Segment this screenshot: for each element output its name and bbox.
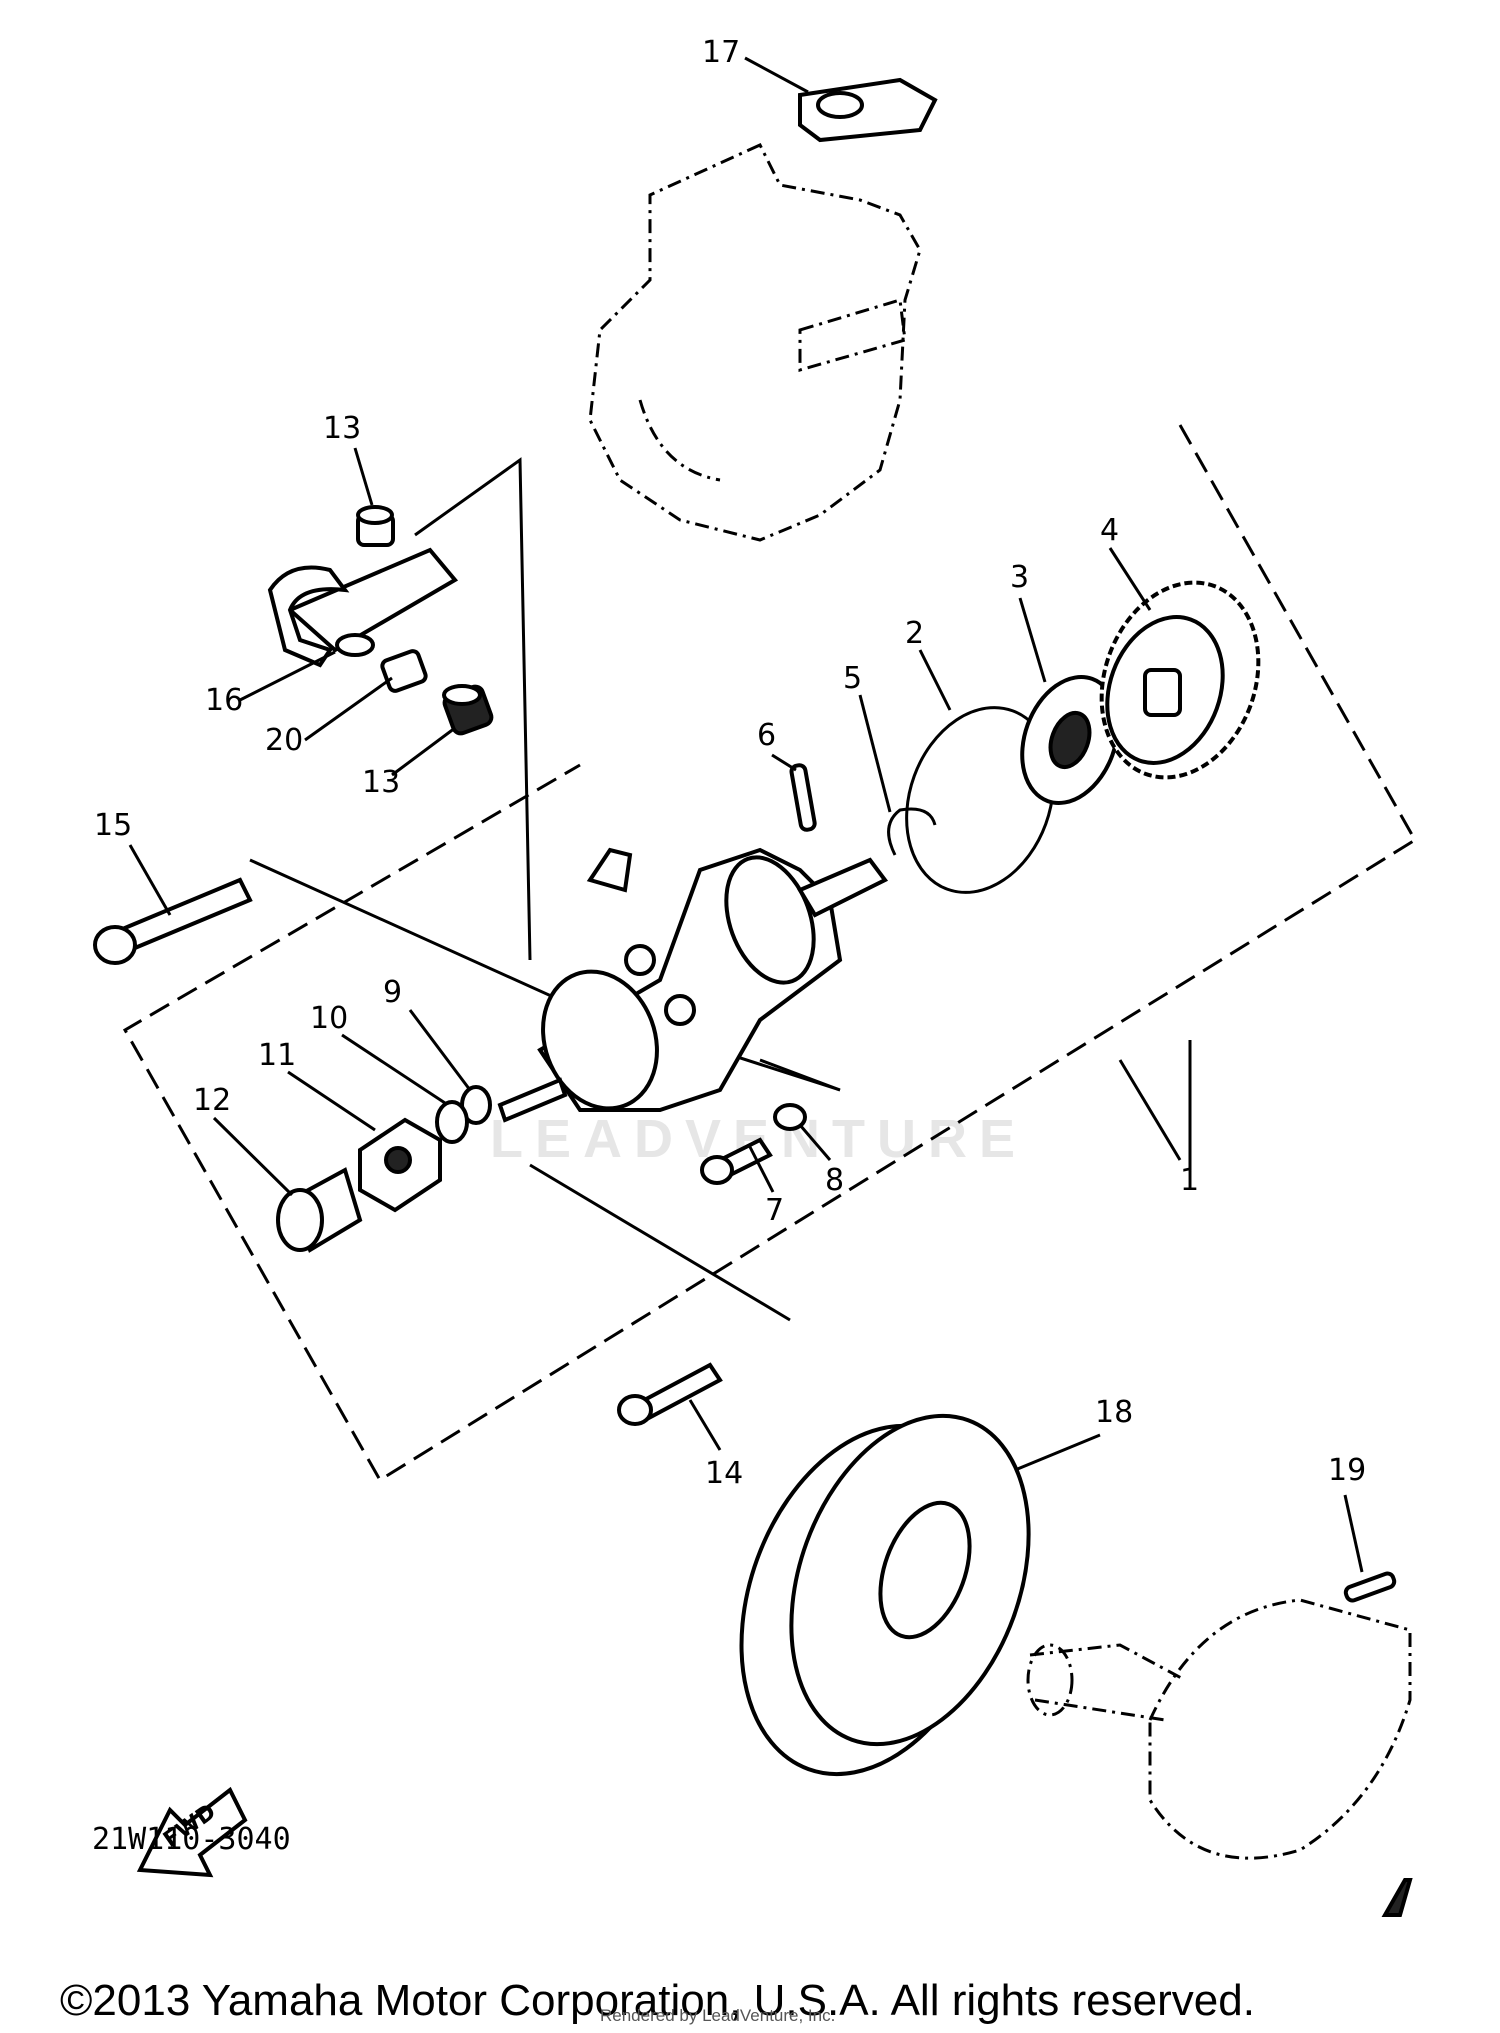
label-4: 4 bbox=[1100, 513, 1119, 548]
part-10-washer bbox=[435, 1100, 469, 1144]
part-labels: 1 2 3 4 5 6 7 8 9 10 11 12 13 13 14 15 1… bbox=[94, 35, 1366, 1491]
label-20: 20 bbox=[265, 723, 303, 758]
part-13-lower-sleeve bbox=[442, 684, 494, 736]
part-2-o-ring bbox=[905, 706, 1055, 894]
label-3: 3 bbox=[1010, 560, 1029, 595]
label-6: 6 bbox=[757, 718, 776, 753]
label-7: 7 bbox=[765, 1193, 784, 1228]
label-5: 5 bbox=[843, 661, 862, 696]
drawing-code: 21W110-3040 bbox=[92, 1822, 291, 1857]
part-11-nut bbox=[358, 1117, 442, 1213]
part-14-bolt bbox=[617, 1362, 723, 1426]
label-leaders bbox=[128, 56, 1364, 1573]
part-16-oil-delivery-pipe bbox=[267, 547, 459, 668]
label-12: 12 bbox=[193, 1083, 231, 1118]
label-17: 17 bbox=[702, 35, 740, 70]
assembly-1-boundary bbox=[122, 424, 1418, 1483]
label-14: 14 bbox=[705, 1456, 743, 1491]
part-6-pin bbox=[789, 763, 817, 832]
label-15: 15 bbox=[94, 808, 132, 843]
part-12-screw-plug bbox=[276, 1167, 363, 1253]
label-18: 18 bbox=[1095, 1395, 1133, 1430]
part-7-screw bbox=[700, 1137, 773, 1185]
crankshaft-outline bbox=[1026, 1598, 1412, 1860]
copyright-notice: ©2013 Yamaha Motor Corporation, U.S.A. A… bbox=[60, 1976, 1255, 2025]
label-19: 19 bbox=[1328, 1453, 1366, 1488]
label-13-upper: 13 bbox=[323, 411, 361, 446]
label-13-lower: 13 bbox=[362, 765, 400, 800]
fwd-direction-arrow: FWD bbox=[136, 1786, 248, 1878]
part-3-bearing bbox=[1020, 675, 1120, 805]
label-8: 8 bbox=[825, 1163, 844, 1198]
crankcase-outline bbox=[588, 143, 922, 542]
part-15-long-bolt bbox=[93, 877, 253, 965]
label-9: 9 bbox=[383, 975, 402, 1010]
part-5-circlip bbox=[887, 807, 937, 856]
label-16: 16 bbox=[205, 683, 243, 718]
label-11: 11 bbox=[258, 1038, 296, 1073]
part-20-collar bbox=[380, 649, 428, 693]
part-13-upper-sleeve bbox=[356, 505, 395, 547]
part-19-dowel-pin bbox=[1343, 1571, 1397, 1603]
part-8-washer bbox=[773, 1103, 807, 1131]
corner-mark bbox=[1381, 1878, 1413, 1917]
part-17-cap bbox=[798, 77, 938, 143]
part-18-pulley bbox=[739, 1413, 1031, 1777]
label-2: 2 bbox=[905, 616, 924, 651]
part-4-drive-gear bbox=[1099, 580, 1261, 780]
label-10: 10 bbox=[310, 1001, 348, 1036]
label-1: 1 bbox=[1180, 1163, 1199, 1198]
rendered-by-notice: Rendered by LeadVenture, Inc. bbox=[600, 2006, 836, 2025]
part-1-pump-assembly bbox=[497, 847, 889, 1123]
